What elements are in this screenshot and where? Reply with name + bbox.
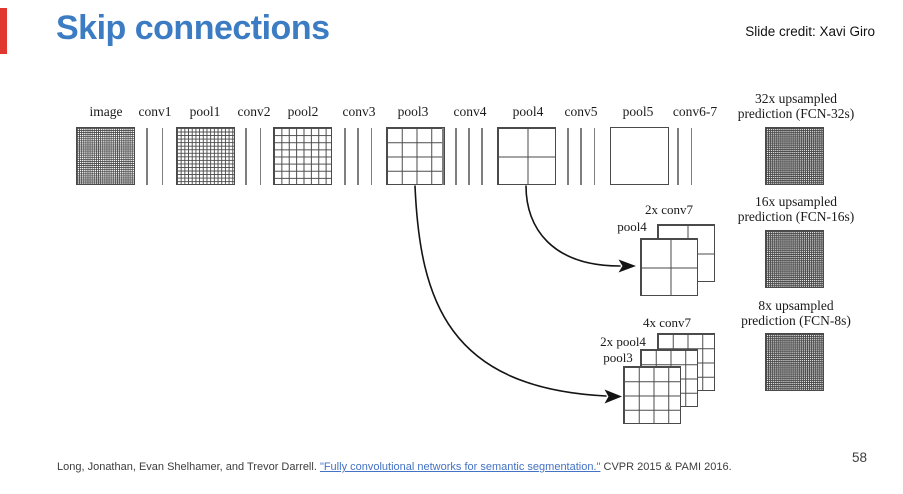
- fcn32s-caption-line1: 32x upsampled: [754, 91, 838, 106]
- grid-image: [76, 127, 135, 185]
- fusion16s-label-2x-conv7: 2x conv7: [644, 202, 694, 217]
- pipeline-label-pool3: pool3: [397, 104, 429, 119]
- citation-prefix: Long, Jonathan, Evan Shelhamer, and Trev…: [57, 461, 320, 473]
- skip-arrow-pool3-head-icon: [604, 389, 622, 404]
- skip-arrow-pool4: [525, 185, 621, 267]
- citation-link[interactable]: "Fully convolutional networks for semant…: [319, 461, 601, 473]
- pipeline-label-conv6-7: conv6-7: [672, 104, 718, 119]
- fusion8s-label-2x-pool4: 2x pool4: [600, 334, 646, 349]
- fcn16s-caption-line1: 16x upsampled: [754, 194, 838, 209]
- grid-pool4: [497, 127, 556, 185]
- grid-pool2: [273, 127, 332, 185]
- pipeline-label-conv2: conv2: [237, 104, 271, 119]
- fcn8s-caption-line1: 8x upsampled: [758, 298, 834, 313]
- fusion8s-grid-pool3: [623, 366, 681, 424]
- grid-pool3: [386, 127, 445, 185]
- skip-arrow-pool3: [414, 185, 607, 397]
- pipeline-label-conv1: conv1: [138, 104, 172, 119]
- pipeline-label-conv4: conv4: [453, 104, 487, 119]
- conv3-lines: [344, 128, 372, 185]
- pipeline-label-conv5: conv5: [564, 104, 598, 119]
- pipeline-label-pool5: pool5: [622, 104, 654, 119]
- grid-pool5: [610, 127, 669, 185]
- fcn8s-caption-line2: prediction (FCN-8s): [741, 313, 851, 328]
- grid-pool1: [176, 127, 235, 185]
- citation: Long, Jonathan, Evan Shelhamer, and Trev…: [57, 461, 732, 473]
- conv6-7-lines: [677, 128, 692, 185]
- pipeline-label-pool4: pool4: [512, 104, 544, 119]
- fusion16s-grid-pool4: [640, 238, 698, 296]
- fusion16s-label-pool4: pool4: [617, 219, 647, 234]
- fcn8s-caption: 8x upsampled prediction (FCN-8s): [706, 298, 886, 328]
- conv2-lines: [245, 128, 261, 185]
- slide-credit: Slide credit: Xavi Giro: [745, 24, 875, 39]
- fcn16s-caption-line2: prediction (FCN-16s): [737, 209, 855, 224]
- page-number: 58: [851, 450, 867, 465]
- fcn16s-caption: 16x upsampled prediction (FCN-16s): [706, 194, 886, 224]
- conv4-lines: [442, 128, 483, 185]
- pipeline-label-pool1: pool1: [189, 104, 221, 119]
- conv5-lines: [567, 128, 595, 185]
- grid-fcn16s: [765, 230, 824, 288]
- pipeline-label-pool2: pool2: [287, 104, 319, 119]
- grid-fcn8s: [765, 333, 824, 391]
- skip-arrow-pool4-head-icon: [618, 259, 636, 273]
- pipeline-label-conv3: conv3: [342, 104, 376, 119]
- accent-bar: [0, 8, 7, 54]
- citation-suffix: CVPR 2015 & PAMI 2016.: [600, 461, 732, 473]
- fcn32s-caption: 32x upsampled prediction (FCN-32s): [706, 91, 886, 121]
- conv1-lines: [146, 128, 163, 185]
- fusion8s-label-4x-conv7: 4x conv7: [642, 315, 692, 330]
- fusion8s-label-pool3: pool3: [603, 350, 633, 365]
- slide-title: Skip connections: [56, 9, 330, 47]
- grid-fcn32s: [765, 127, 824, 185]
- pipeline-label-image: image: [89, 104, 123, 119]
- fcn32s-caption-line2: prediction (FCN-32s): [737, 106, 855, 121]
